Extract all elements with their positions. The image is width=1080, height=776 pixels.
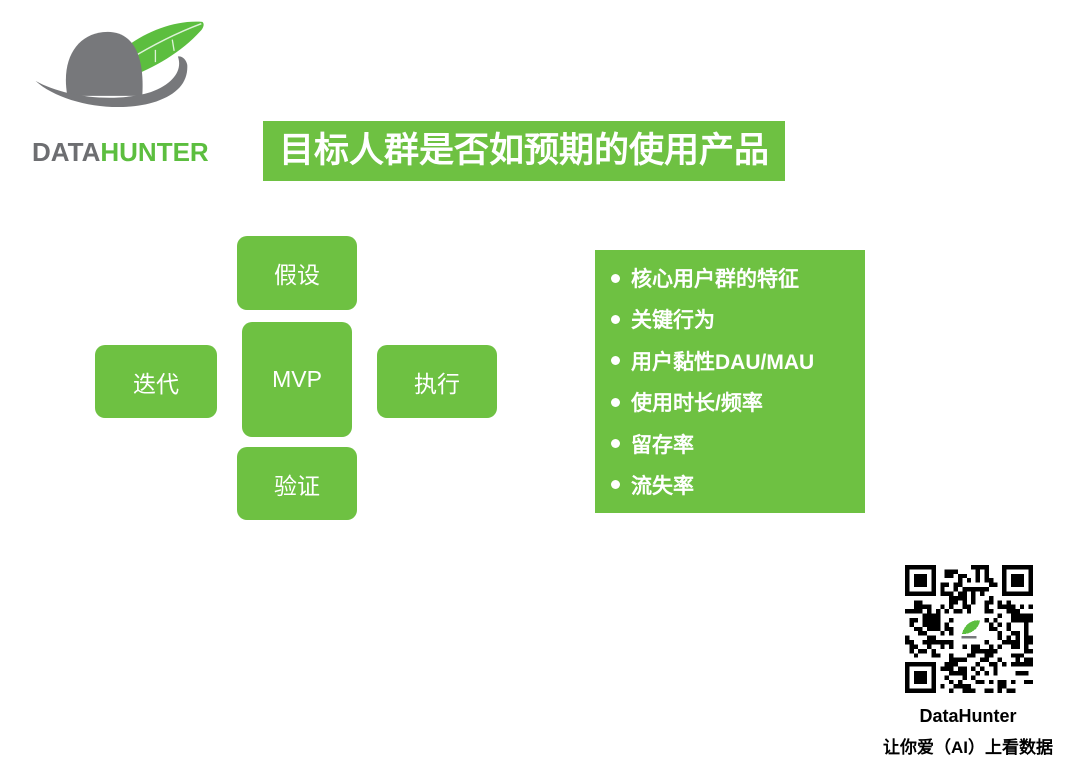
footer-tagline: 让你爱（AI）上看数据	[883, 738, 1053, 757]
hat-crown	[65, 31, 143, 96]
bullet-icon	[611, 273, 620, 283]
footer-brand: DataHunter	[919, 706, 1017, 726]
metric-label: 留存率	[631, 433, 694, 457]
metric-item: 流失率	[611, 470, 849, 500]
bullet-icon	[611, 480, 620, 490]
datahunter-hat-logo	[35, 21, 204, 108]
logo-wordmark-hunter: HUNTER	[100, 137, 209, 167]
metric-item: 关键行为	[611, 304, 849, 334]
metric-item: 用户黏性DAU/MAU	[611, 346, 849, 376]
bullet-icon	[611, 397, 620, 407]
metrics-panel: 核心用户群的特征 关键行为 用户黏性DAU/MAU 使用时长/频率 留存率 流失…	[595, 250, 865, 513]
qr-code	[905, 565, 1033, 693]
metric-label: 流失率	[631, 474, 694, 498]
metric-label: 核心用户群的特征	[631, 268, 799, 291]
diagram-box-hypothesis: 假设	[237, 236, 357, 310]
qr-caption: DataHunter 让你爱（AI）上看数据	[848, 706, 1080, 758]
hat-brim	[35, 56, 188, 108]
metric-label: 关键行为	[631, 309, 715, 333]
bullet-icon	[611, 356, 620, 366]
metric-item: 留存率	[611, 429, 849, 459]
metric-label: 使用时长/频率	[631, 392, 763, 416]
diagram-box-mvp: MVP	[242, 322, 352, 437]
bullet-icon	[611, 314, 620, 324]
metric-label: 用户黏性DAU/MAU	[631, 350, 815, 374]
logo-wordmark-data: DATA	[32, 137, 101, 167]
diagram-box-validate: 验证	[237, 447, 357, 520]
metric-item: 核心用户群的特征	[611, 263, 849, 293]
slide-title: 目标人群是否如预期的使用产品	[263, 121, 786, 181]
diagram-box-iterate: 迭代	[95, 345, 217, 418]
diagram-box-execute: 执行	[377, 345, 497, 418]
bullet-icon	[611, 439, 620, 449]
logo-wordmark: DATAHUNTER	[32, 137, 209, 168]
metric-item: 使用时长/频率	[611, 387, 849, 417]
